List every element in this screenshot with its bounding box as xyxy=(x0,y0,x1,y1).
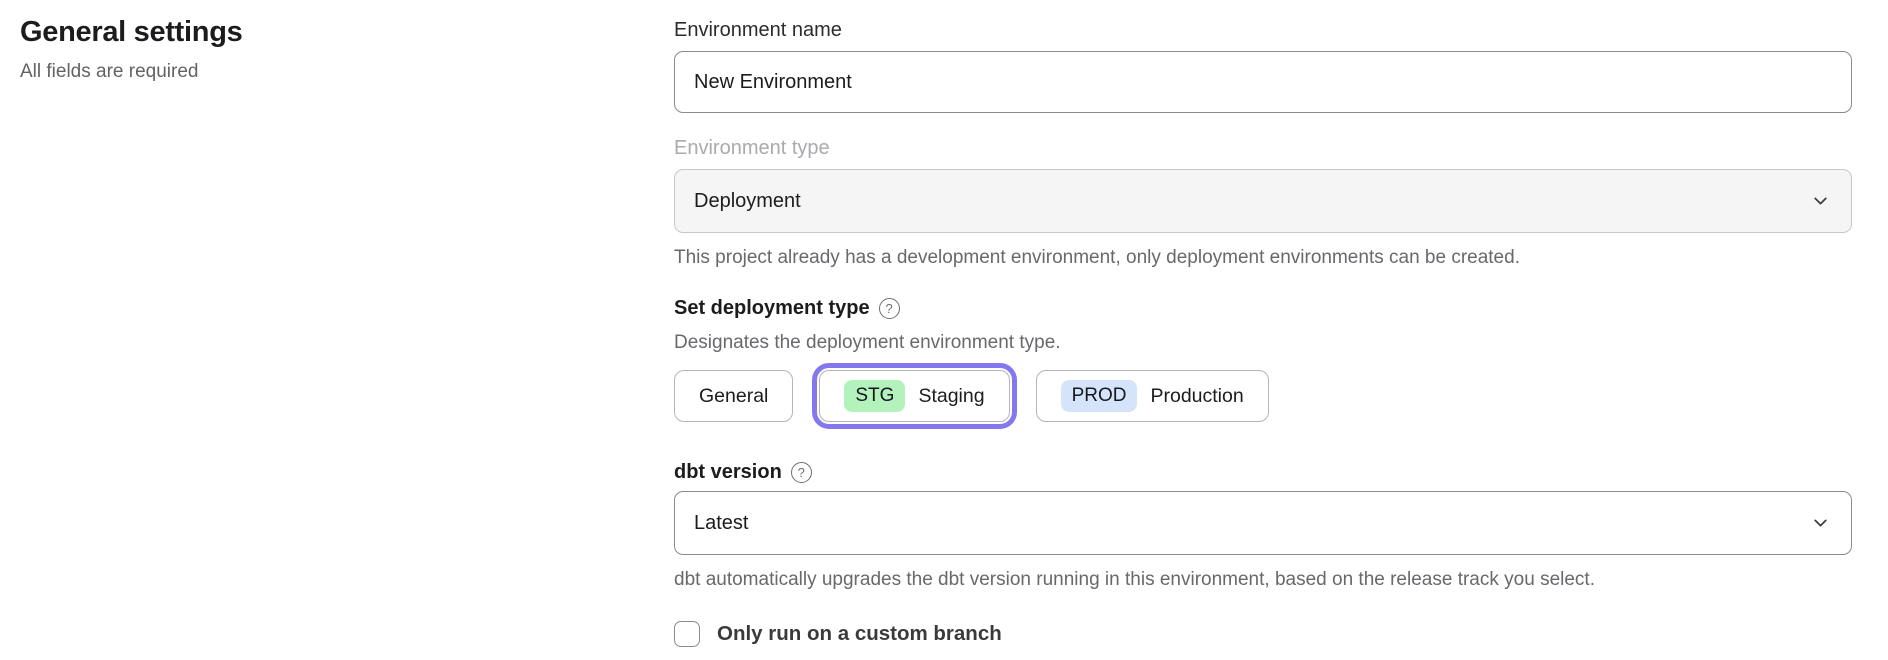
environment-type-value: Deployment xyxy=(694,189,801,212)
production-button-label: Production xyxy=(1150,384,1244,407)
custom-branch-label[interactable]: Only run on a custom branch xyxy=(717,622,1002,645)
chevron-down-icon xyxy=(1812,515,1829,532)
dbt-version-select[interactable]: Latest xyxy=(674,491,1852,555)
environment-name-label: Environment name xyxy=(674,19,842,41)
deployment-type-general-button[interactable]: General xyxy=(674,370,794,422)
custom-branch-row: Only run on a custom branch xyxy=(674,621,1852,647)
dbt-version-value: Latest xyxy=(694,511,749,534)
environment-name-input[interactable] xyxy=(674,51,1852,113)
deployment-type-label-text: Set deployment type xyxy=(674,297,870,319)
general-button-label: General xyxy=(699,384,769,407)
dbt-version-section-label: dbt version xyxy=(674,460,1852,485)
staging-button-label: Staging xyxy=(918,384,985,407)
environment-type-help: This project already has a development e… xyxy=(674,247,1520,268)
environment-type-select: Deployment xyxy=(674,169,1852,233)
page-title: General settings xyxy=(20,16,243,48)
settings-intro: General settings All fields are required xyxy=(20,16,580,83)
deployment-type-production-button[interactable]: PROD Production xyxy=(1035,370,1269,422)
deployment-type-options: General STG Staging PROD Production xyxy=(674,363,1852,429)
page-subtitle: All fields are required xyxy=(20,61,199,82)
custom-branch-checkbox[interactable] xyxy=(674,621,700,647)
environment-form: Environment name Environment type Deploy… xyxy=(674,18,1852,647)
environment-type-label: Environment type xyxy=(674,137,830,159)
help-icon[interactable] xyxy=(878,298,900,319)
dbt-version-label-text: dbt version xyxy=(674,461,782,483)
dbt-version-help: dbt automatically upgrades the dbt versi… xyxy=(674,569,1595,590)
deployment-type-description: Designates the deployment environment ty… xyxy=(674,332,1061,353)
production-badge: PROD xyxy=(1060,380,1138,412)
deployment-type-staging-button[interactable]: STG Staging xyxy=(812,363,1017,429)
help-icon[interactable] xyxy=(790,462,812,483)
deployment-type-section-label: Set deployment type xyxy=(674,296,1852,321)
chevron-down-icon xyxy=(1812,193,1829,210)
staging-badge: STG xyxy=(844,380,906,412)
